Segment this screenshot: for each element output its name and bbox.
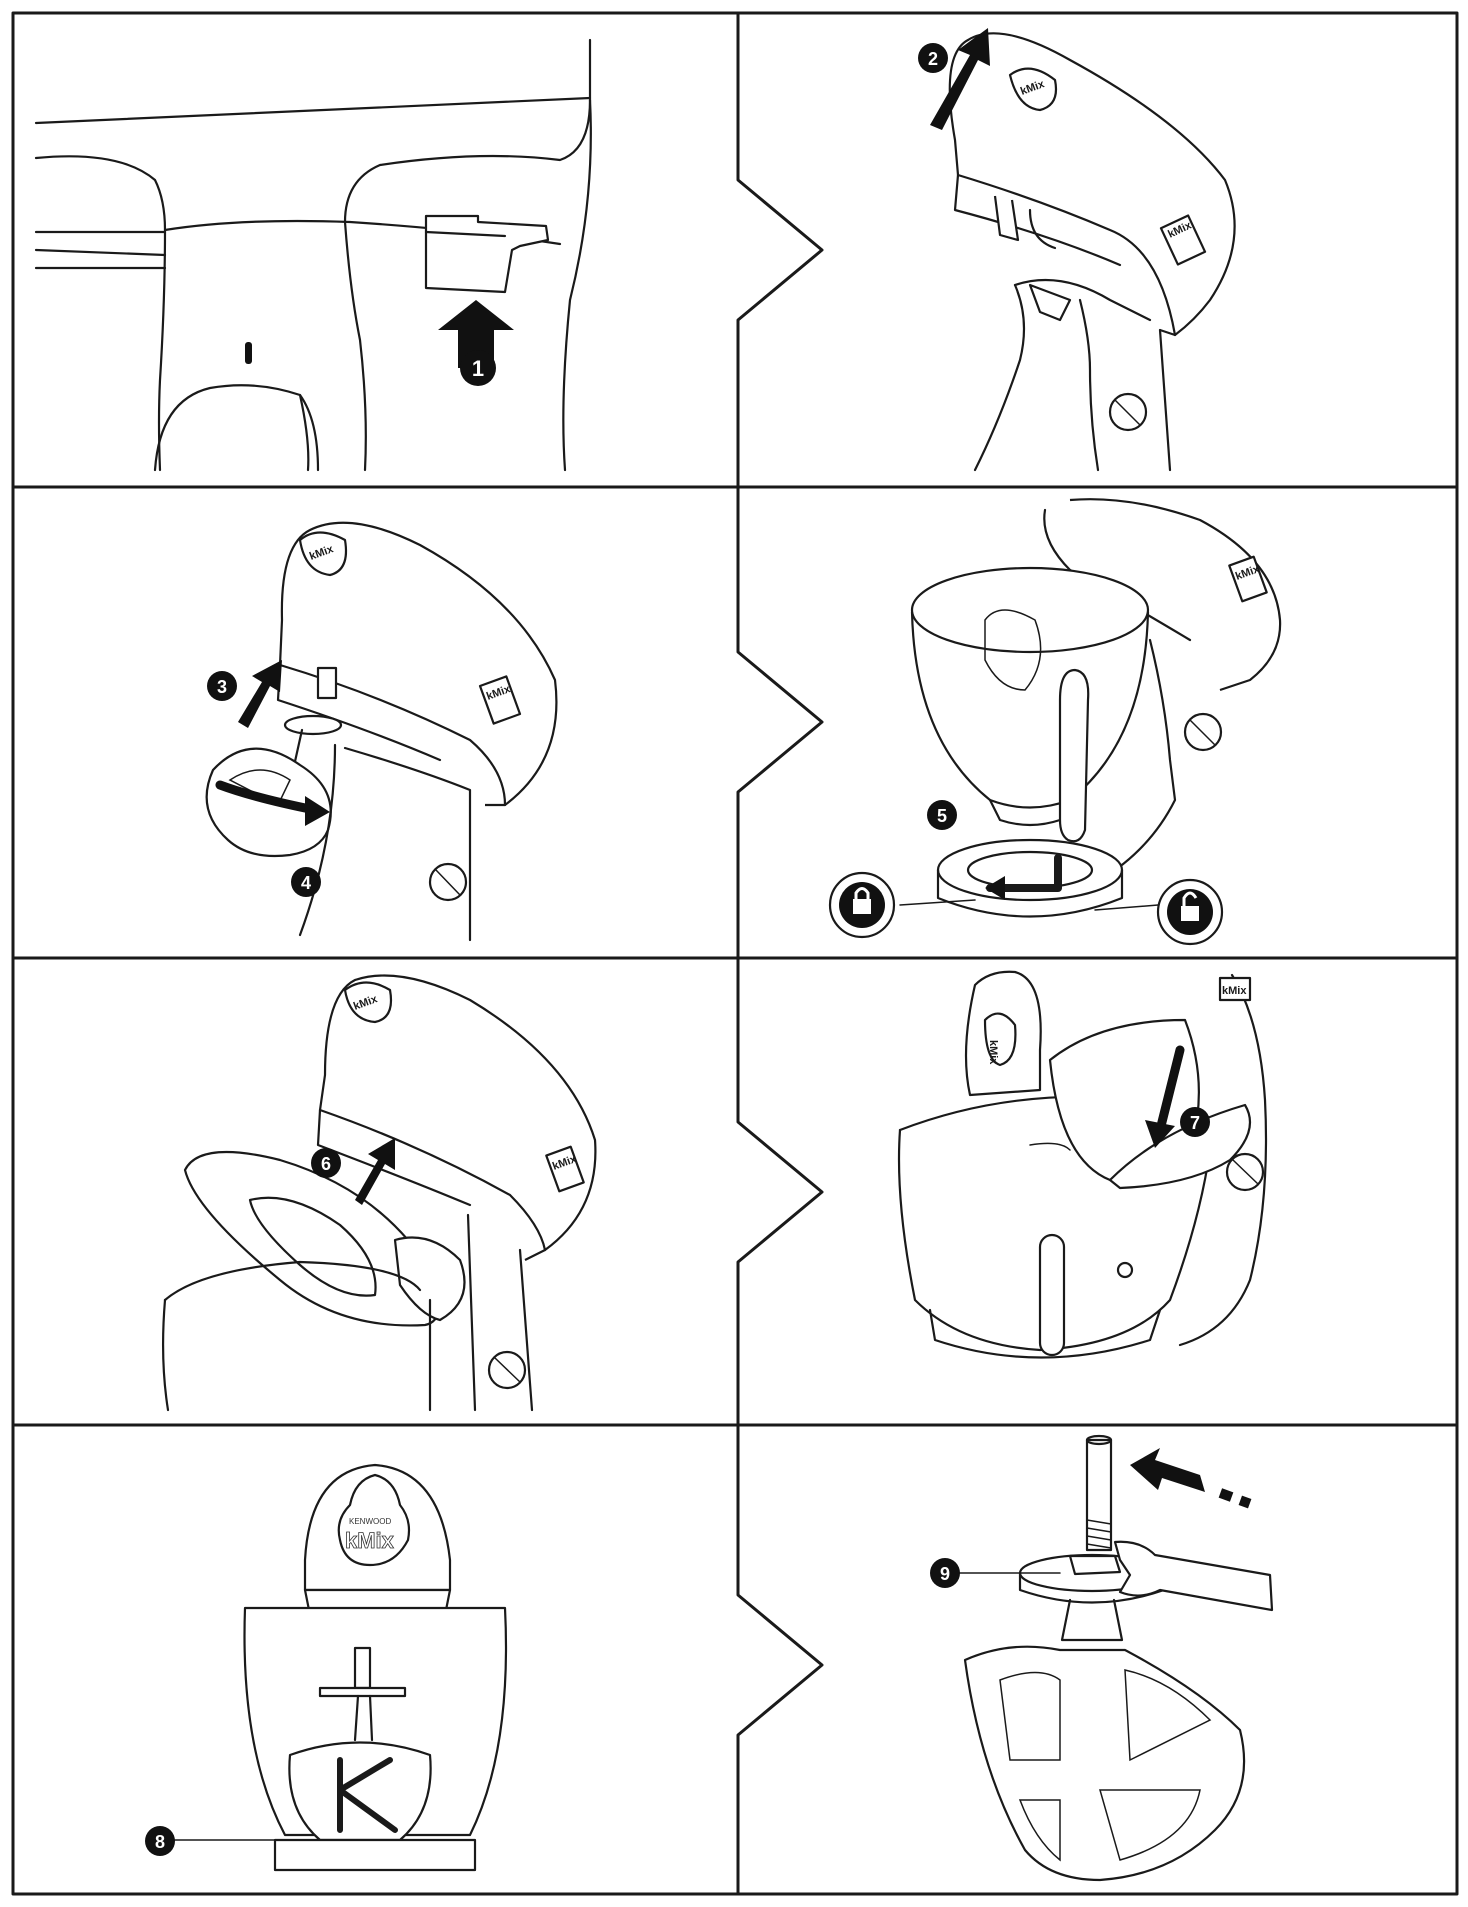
step-badge-6: 6 — [311, 1148, 341, 1178]
step-badge-4: 4 — [291, 867, 321, 897]
panel-step-5: kMix 5 — [828, 498, 1282, 946]
step-number: 1 — [472, 356, 484, 381]
step-badge-7: 7 — [1180, 1107, 1210, 1137]
panel-step-7: kMix kMix 7 — [897, 970, 1268, 1359]
step-number: 4 — [301, 873, 311, 893]
chevron-connector-icon — [736, 1423, 824, 1896]
arrow-icon — [438, 300, 514, 368]
step-badge-5: 5 — [927, 800, 957, 830]
step-number: 5 — [937, 806, 947, 826]
kmix-logo: kMix — [987, 1040, 999, 1065]
step-number: 3 — [217, 677, 227, 697]
arrow-icon — [1130, 1448, 1252, 1509]
lock-icon — [828, 871, 896, 939]
step-number: 8 — [155, 1832, 165, 1852]
arrow-icon — [355, 1138, 395, 1205]
step-number: 6 — [321, 1154, 331, 1174]
panel-step-9: 9 — [930, 1434, 1274, 1882]
arrow-icon — [238, 660, 282, 728]
chevron-connector-icon — [736, 11, 824, 489]
panel-step-3: kMix kMix 3 4 — [205, 521, 558, 942]
panel-step-8: KENWOOD kMix 8 — [145, 1463, 508, 1872]
panel-step-6: kMix kMix 6 — [161, 974, 597, 1412]
step-number: 2 — [928, 49, 938, 69]
step-badge-9: 9 — [930, 1558, 960, 1588]
step-badge-2: 2 — [918, 43, 948, 73]
arrow-icon — [215, 780, 330, 826]
kenwood-logo: KENWOOD — [349, 1517, 391, 1526]
unlock-icon — [1156, 878, 1224, 946]
panel-grid — [11, 11, 1459, 1896]
step-badge-8: 8 — [145, 1826, 175, 1856]
kmix-logo: kMix — [1222, 985, 1247, 997]
chevron-connector-icon — [736, 485, 824, 960]
chevron-connector-icon — [736, 956, 824, 1427]
step-badge-1: 1 — [460, 350, 496, 386]
step-number: 7 — [1190, 1113, 1200, 1133]
kmix-logo: kMix — [345, 1528, 395, 1553]
panel-step-2: kMix kMix 2 — [918, 28, 1236, 472]
step-number: 9 — [940, 1564, 950, 1584]
panel-step-1: 1 — [34, 38, 592, 472]
step-badge-3: 3 — [207, 671, 237, 701]
arrow-icon — [930, 28, 990, 130]
